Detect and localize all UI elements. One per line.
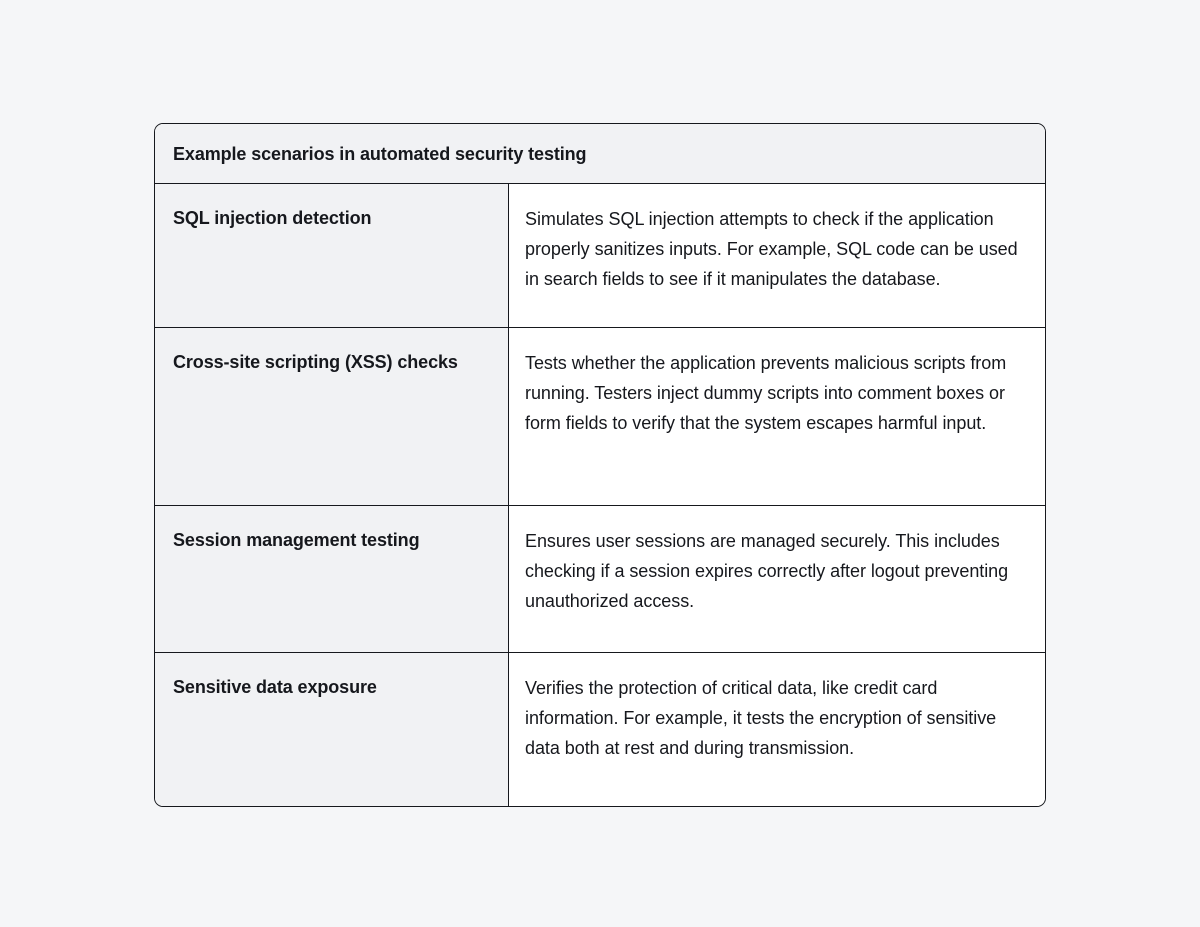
row-description-cell: Tests whether the application prevents m… (509, 328, 1045, 505)
table-body: SQL injection detection Simulates SQL in… (155, 184, 1045, 806)
scenarios-table-card: Example scenarios in automated security … (154, 123, 1046, 807)
row-description-cell: Verifies the protection of critical data… (509, 653, 1045, 806)
row-label-cell: Cross-site scripting (XSS) checks (155, 328, 509, 505)
table-row: Sensitive data exposure Verifies the pro… (155, 653, 1045, 806)
row-label-cell: SQL injection detection (155, 184, 509, 327)
table-title: Example scenarios in automated security … (173, 144, 587, 164)
table-row: Cross-site scripting (XSS) checks Tests … (155, 328, 1045, 506)
table-row: SQL injection detection Simulates SQL in… (155, 184, 1045, 328)
row-description-cell: Ensures user sessions are managed secure… (509, 506, 1045, 652)
row-label-cell: Sensitive data exposure (155, 653, 509, 806)
table-header: Example scenarios in automated security … (155, 124, 1045, 184)
table-row: Session management testing Ensures user … (155, 506, 1045, 653)
row-description-cell: Simulates SQL injection attempts to chec… (509, 184, 1045, 327)
row-label-cell: Session management testing (155, 506, 509, 652)
